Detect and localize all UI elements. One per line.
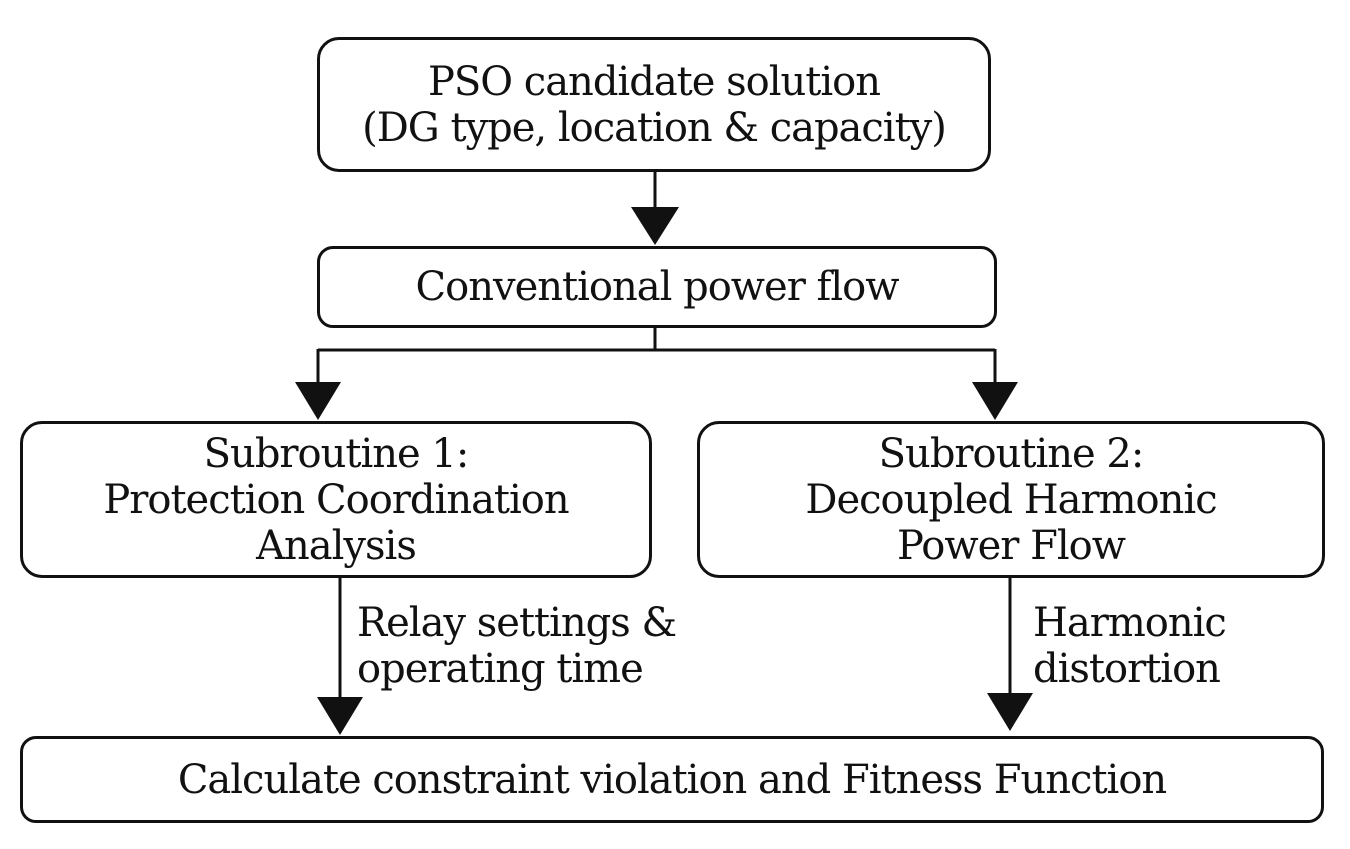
subroutine-1-box: Subroutine 1: Protection Coordination An… [20,421,652,578]
arrow-sub2-to-fitness-head [987,693,1033,731]
edge-label-relay-line-2: operating time [357,646,644,692]
edge-label-harmonic-distortion: Harmonic distortion [1033,600,1227,692]
arrow-to-subroutine2-head [972,382,1018,420]
fitness-box-label: Calculate constraint violation and Fitne… [177,756,1167,803]
arrow-pso-to-powerflow-head [631,207,679,245]
power-flow-box-label: Conventional power flow [415,264,900,310]
pso-box-line-2: (DG type, location & capacity) [362,104,947,151]
subroutine-2-line-3: Power Flow [897,522,1126,569]
pso-candidate-solution-box: PSO candidate solution (DG type, locatio… [317,37,991,172]
subroutine-1-line-1: Subroutine 1: [203,430,470,477]
edge-label-relay-line-1: Relay settings & [357,600,677,646]
subroutine-2-line-2: Decoupled Harmonic [805,476,1217,523]
subroutine-1-line-2: Protection Coordination [103,476,569,523]
arrow-to-subroutine1-head [295,382,341,420]
subroutine-2-line-1: Subroutine 2: [878,430,1145,477]
subroutine-2-box: Subroutine 2: Decoupled Harmonic Power F… [697,421,1325,578]
arrow-sub1-to-fitness-head [317,697,363,735]
edge-label-harmonic-line-2: distortion [1033,646,1221,692]
pso-box-line-1: PSO candidate solution [427,58,881,105]
subroutine-1-line-3: Analysis [256,522,417,569]
fitness-function-box: Calculate constraint violation and Fitne… [20,736,1324,823]
edge-label-harmonic-line-1: Harmonic [1033,600,1227,646]
conventional-power-flow-box: Conventional power flow [317,246,997,328]
edge-label-relay-settings: Relay settings & operating time [357,600,677,692]
